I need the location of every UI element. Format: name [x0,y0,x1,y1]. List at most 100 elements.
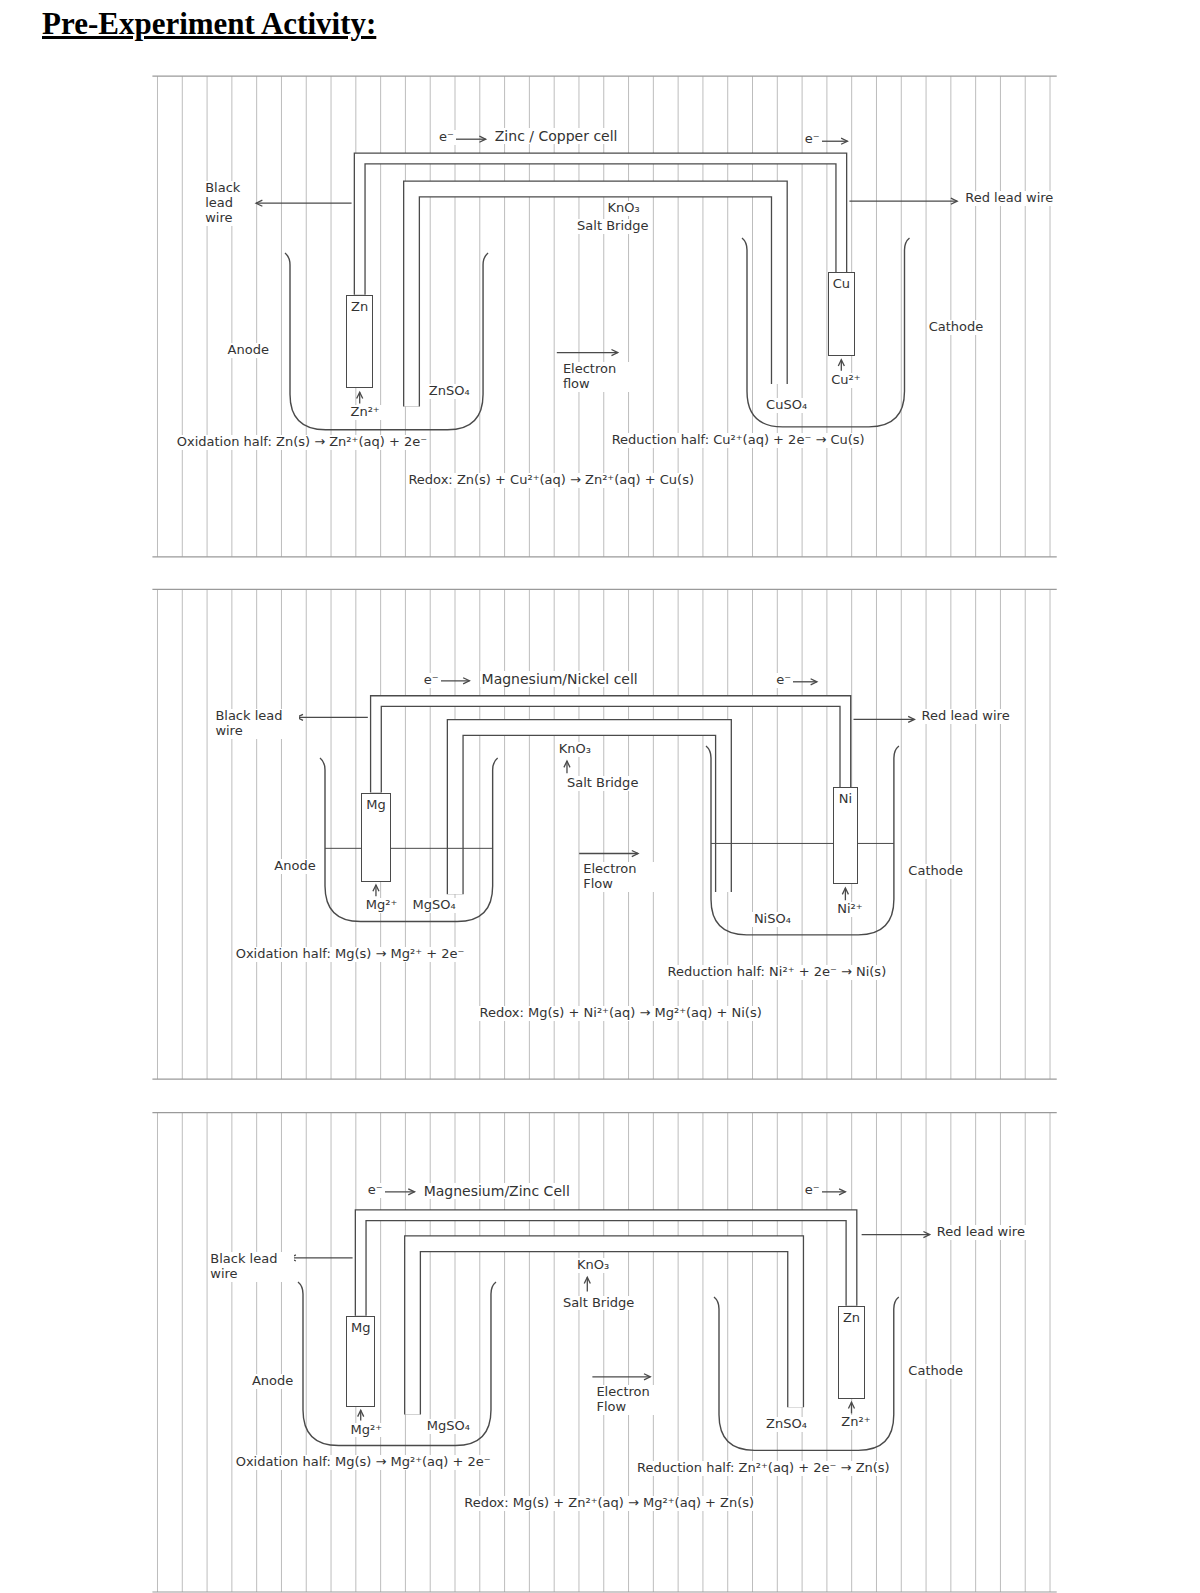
arrow [848,1402,854,1413]
arrow-head [839,1189,845,1195]
arrow-shaft [791,681,817,682]
electrode: Zn [838,1306,865,1399]
connector-outline [455,728,723,895]
arrow [557,350,618,356]
paper-rule [157,589,158,1079]
arrow-shaft [297,717,368,718]
lead-wire [360,159,842,295]
solution-label: ZnSO₄ [427,384,472,399]
arrow-shaft [819,1191,845,1192]
arrow-head [923,1232,929,1238]
paper-rule [702,1113,703,1592]
arrow-head [358,1410,364,1416]
arrow-head [811,679,817,685]
paper-rule [702,76,703,557]
arrow-head [463,678,469,684]
paper-rule [231,589,232,1079]
lead-wire-label: Red lead wire [920,709,1012,724]
arrow-head [632,850,638,856]
arrow-shaft [455,139,485,140]
beaker: MgSO₄Mg [325,764,493,921]
arrow [592,1374,650,1380]
salt-bridge [413,1244,796,1415]
arrow [819,1189,845,1195]
paper-rule [207,1113,208,1592]
arrow-head [256,200,262,206]
paper-rule [678,1113,679,1592]
beaker-wall [742,238,909,427]
arrow-head [357,392,363,398]
arrow [297,714,368,720]
electron-symbol: e⁻ [437,130,456,145]
redox-equation: Redox: Mg(s) + Zn²⁺(aq) → Mg²⁺(aq) + Zn(… [462,1496,756,1511]
connector-core [413,1244,796,1415]
paper-rule [157,1113,158,1592]
arrow-shaft [592,1376,650,1377]
paper-rule [950,589,951,1079]
paper-rule [1050,1113,1051,1592]
connector-outline [413,1244,796,1415]
paper-rule [1025,589,1026,1079]
arrow-shaft [290,1257,353,1258]
half-equation: Reduction half: Cu²⁺(aq) + 2e⁻ → Cu(s) [610,433,867,448]
lead-wire-label: Black lead wire [208,1252,293,1282]
paper-rule [331,589,332,1079]
cell-title: Magnesium/Zinc Cell [422,1183,572,1199]
connector-core [376,701,845,792]
arrow-head [611,350,617,356]
paper-rule [628,1113,629,1592]
connector-outline [361,1215,852,1316]
arrow [819,138,847,144]
arrow-shaft [579,853,638,854]
arrow-head [848,1402,854,1408]
arrow [584,1277,590,1291]
electrode-role: Cathode [927,320,986,335]
paper-rule [950,1113,951,1592]
electrode-label: Zn [842,1311,861,1326]
arrow-shaft [854,719,915,720]
arrow [256,200,352,206]
liquid-level [711,843,894,844]
salt-bridge [412,189,780,406]
paper-rule [256,76,257,557]
cell-title: Magnesium/Nickel cell [480,671,640,687]
arrow-head [951,198,957,204]
paper-rule [727,76,728,557]
half-equation: Oxidation half: Mg(s) → Mg²⁺ + 2e⁻ [234,947,467,962]
beaker: NiSO₄Ni [711,752,894,935]
arrow [579,850,638,856]
lead-wire-label: Black lead wire [213,709,298,739]
arrow [455,136,485,142]
electrode-label: Mg [350,1321,371,1336]
electrode-label: Cu [832,277,851,292]
paper-rule [1050,589,1051,1079]
connector-outline [360,159,842,295]
paper-rules [157,76,1050,557]
electrode-label: Zn [350,300,369,315]
paper-rule [306,1113,307,1592]
beaker: ZnSO₄ Zn [290,259,483,430]
arrow-head [479,136,485,142]
paper-rule [331,76,332,557]
paper-rule [1000,589,1001,1079]
electron-symbol: e⁻ [803,132,822,147]
paper-rule [777,589,778,1079]
paper-edge [152,76,1056,77]
electrode-label: Mg [365,798,386,813]
arrow-shaft [849,201,957,202]
paper-rule [876,1113,877,1592]
electron-symbol: e⁻ [422,673,441,688]
beaker: MgSO₄Mg [303,1288,491,1445]
electrode: Cu [828,272,855,355]
electrode-role: Cathode [906,1364,965,1379]
electrode-role: Anode [272,859,317,874]
paper-rule [380,76,381,557]
paper-rule [405,589,406,1079]
paper-rule [182,1113,183,1592]
arrow-head [373,885,379,891]
ion-label: Mg²⁺ [349,1423,385,1438]
paper-rule [802,76,803,557]
electrode-label: Ni [838,792,853,807]
